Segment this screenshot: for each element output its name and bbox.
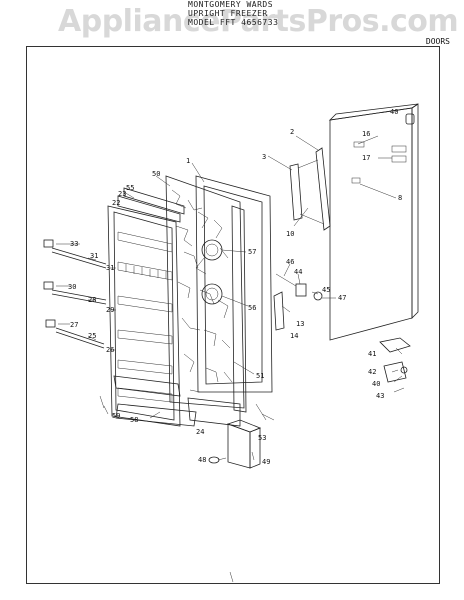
- callout-22: 22: [112, 199, 120, 207]
- callout-42: 42: [368, 368, 376, 376]
- callout-49: 49: [262, 458, 270, 466]
- leader-lines: [56, 135, 403, 461]
- callout-26: 26: [106, 346, 114, 354]
- callout-3: 3: [262, 153, 266, 161]
- callout-43: 43: [376, 392, 384, 400]
- callout-50: 50: [152, 170, 160, 178]
- door-handle: [289, 147, 331, 231]
- kick-plate: [115, 403, 197, 427]
- callout-31-a: 31: [90, 252, 98, 260]
- outer-door-panel: [328, 103, 419, 341]
- door-side-strip: [231, 205, 247, 413]
- callout-57: 57: [248, 248, 256, 256]
- callout-labels: 1 2 3 8 10 16 17 40 50 55 23 22 33 31 31…: [68, 108, 402, 466]
- callout-2: 2: [290, 128, 294, 136]
- callout-53: 53: [258, 434, 266, 442]
- callout-10: 10: [286, 230, 294, 238]
- callout-47: 47: [338, 294, 346, 302]
- liner-shelves: [117, 231, 173, 403]
- door-stop-part: [405, 113, 415, 125]
- callout-45: 45: [322, 286, 330, 294]
- callout-23: 23: [118, 190, 126, 198]
- callout-56: 56: [248, 304, 256, 312]
- callout-46: 46: [286, 258, 294, 266]
- watermark: AppliancePartsPros.com: [58, 4, 459, 39]
- callout-17: 17: [362, 154, 370, 162]
- callout-58: 58: [130, 416, 138, 424]
- callout-55: 55: [126, 184, 134, 192]
- callout-24: 24: [196, 428, 204, 436]
- door-liner: [107, 187, 185, 427]
- callout-14: 14: [290, 332, 298, 340]
- door-gasket-frame: [195, 175, 273, 393]
- callout-48: 48: [198, 456, 206, 464]
- callout-31-b: 31: [106, 264, 114, 272]
- callout-13: 13: [296, 320, 304, 328]
- section-title: DOORS: [425, 37, 450, 46]
- callout-51: 51: [256, 372, 264, 380]
- callout-33-top: 33: [70, 240, 78, 248]
- callout-8: 8: [398, 194, 402, 202]
- callout-44: 44: [294, 268, 302, 276]
- callout-30: 30: [68, 283, 76, 291]
- door-bottom-strip: [187, 397, 241, 427]
- header-model: MODEL FFT 4656733: [188, 18, 279, 27]
- callout-40-top: 40: [390, 108, 398, 116]
- callout-29: 29: [106, 306, 114, 314]
- diagram-frame: [26, 46, 440, 584]
- callout-1: 1: [186, 157, 190, 165]
- callout-16: 16: [362, 130, 370, 138]
- callout-27: 27: [70, 321, 78, 329]
- callout-28: 28: [88, 296, 96, 304]
- header-brand: MONTGOMERY WARDS: [188, 0, 274, 9]
- callout-25: 25: [88, 332, 96, 340]
- header-product: UPRIGHT FREEZER: [188, 9, 268, 18]
- scan-mark: [229, 571, 234, 583]
- callout-40-bottom: 40: [372, 380, 380, 388]
- bottom-parts: [99, 395, 275, 469]
- hinge-hardware: [273, 273, 411, 393]
- callout-59: 59: [112, 412, 120, 420]
- shelf-rails: [43, 239, 107, 349]
- callout-41: 41: [368, 350, 376, 358]
